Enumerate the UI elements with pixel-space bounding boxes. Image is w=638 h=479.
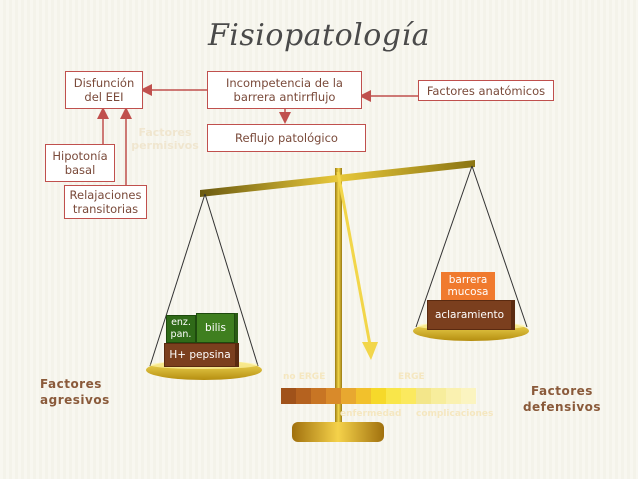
factores-defensivos-label: Factores defensivos <box>522 384 602 414</box>
relajaciones-box: Relajaciones transitorias <box>64 185 147 219</box>
flow-arrows <box>97 84 418 186</box>
complicaciones-label: complicaciones <box>416 409 494 419</box>
h-pepsina-label: H+ pepsina <box>169 349 231 361</box>
enfermedad-label: enfermedad <box>340 409 402 419</box>
incompetencia-label: Incompetencia de la barrera antirrflujo <box>226 76 343 104</box>
aclaramiento-weight: aclaramiento <box>427 300 512 330</box>
scale-beam <box>200 160 475 197</box>
scale-strings <box>149 165 528 367</box>
disfuncion-eei-box: Disfunción del EEI <box>65 71 143 109</box>
needle-tip <box>362 342 378 360</box>
needle <box>336 171 372 346</box>
reflujo-box: Reflujo patológico <box>207 124 366 152</box>
erge-tick: ERGE <box>398 372 425 382</box>
factores-anatomicos-box: Factores anatómicos <box>418 80 554 101</box>
barrera-mucosa-label: barrera mucosa <box>447 274 489 298</box>
factores-agresivos-label: Factores agresivos <box>40 377 110 407</box>
incompetencia-box: Incompetencia de la barrera antirrflujo <box>207 71 362 109</box>
risk-color-bar <box>281 388 476 404</box>
scale-pole <box>335 168 342 430</box>
h-pepsina-weight: H+ pepsina <box>164 343 236 367</box>
no-erge-tick: no ERGE <box>283 372 326 382</box>
hipotonia-label: Hipotonía basal <box>52 149 108 177</box>
enz-pan-weight: enz. pan. <box>166 315 196 343</box>
hipotonia-box: Hipotonía basal <box>45 144 115 182</box>
factores-anatomicos-label: Factores anatómicos <box>426 83 546 98</box>
bilis-weight: bilis <box>196 313 235 343</box>
aclaramiento-label: aclaramiento <box>434 309 505 321</box>
reflujo-label: Reflujo patológico <box>235 131 338 145</box>
enz-pan-label: enz. pan. <box>170 317 192 340</box>
page-title: Fisiopatología <box>207 18 430 53</box>
scale-base <box>292 422 384 442</box>
bilis-label: bilis <box>205 322 226 334</box>
relajaciones-label: Relajaciones transitorias <box>69 188 142 216</box>
barrera-mucosa-weight: barrera mucosa <box>441 272 495 300</box>
factores-permisivos-label: Factores permisivos <box>131 126 199 152</box>
disfuncion-eei-label: Disfunción del EEI <box>73 76 135 104</box>
